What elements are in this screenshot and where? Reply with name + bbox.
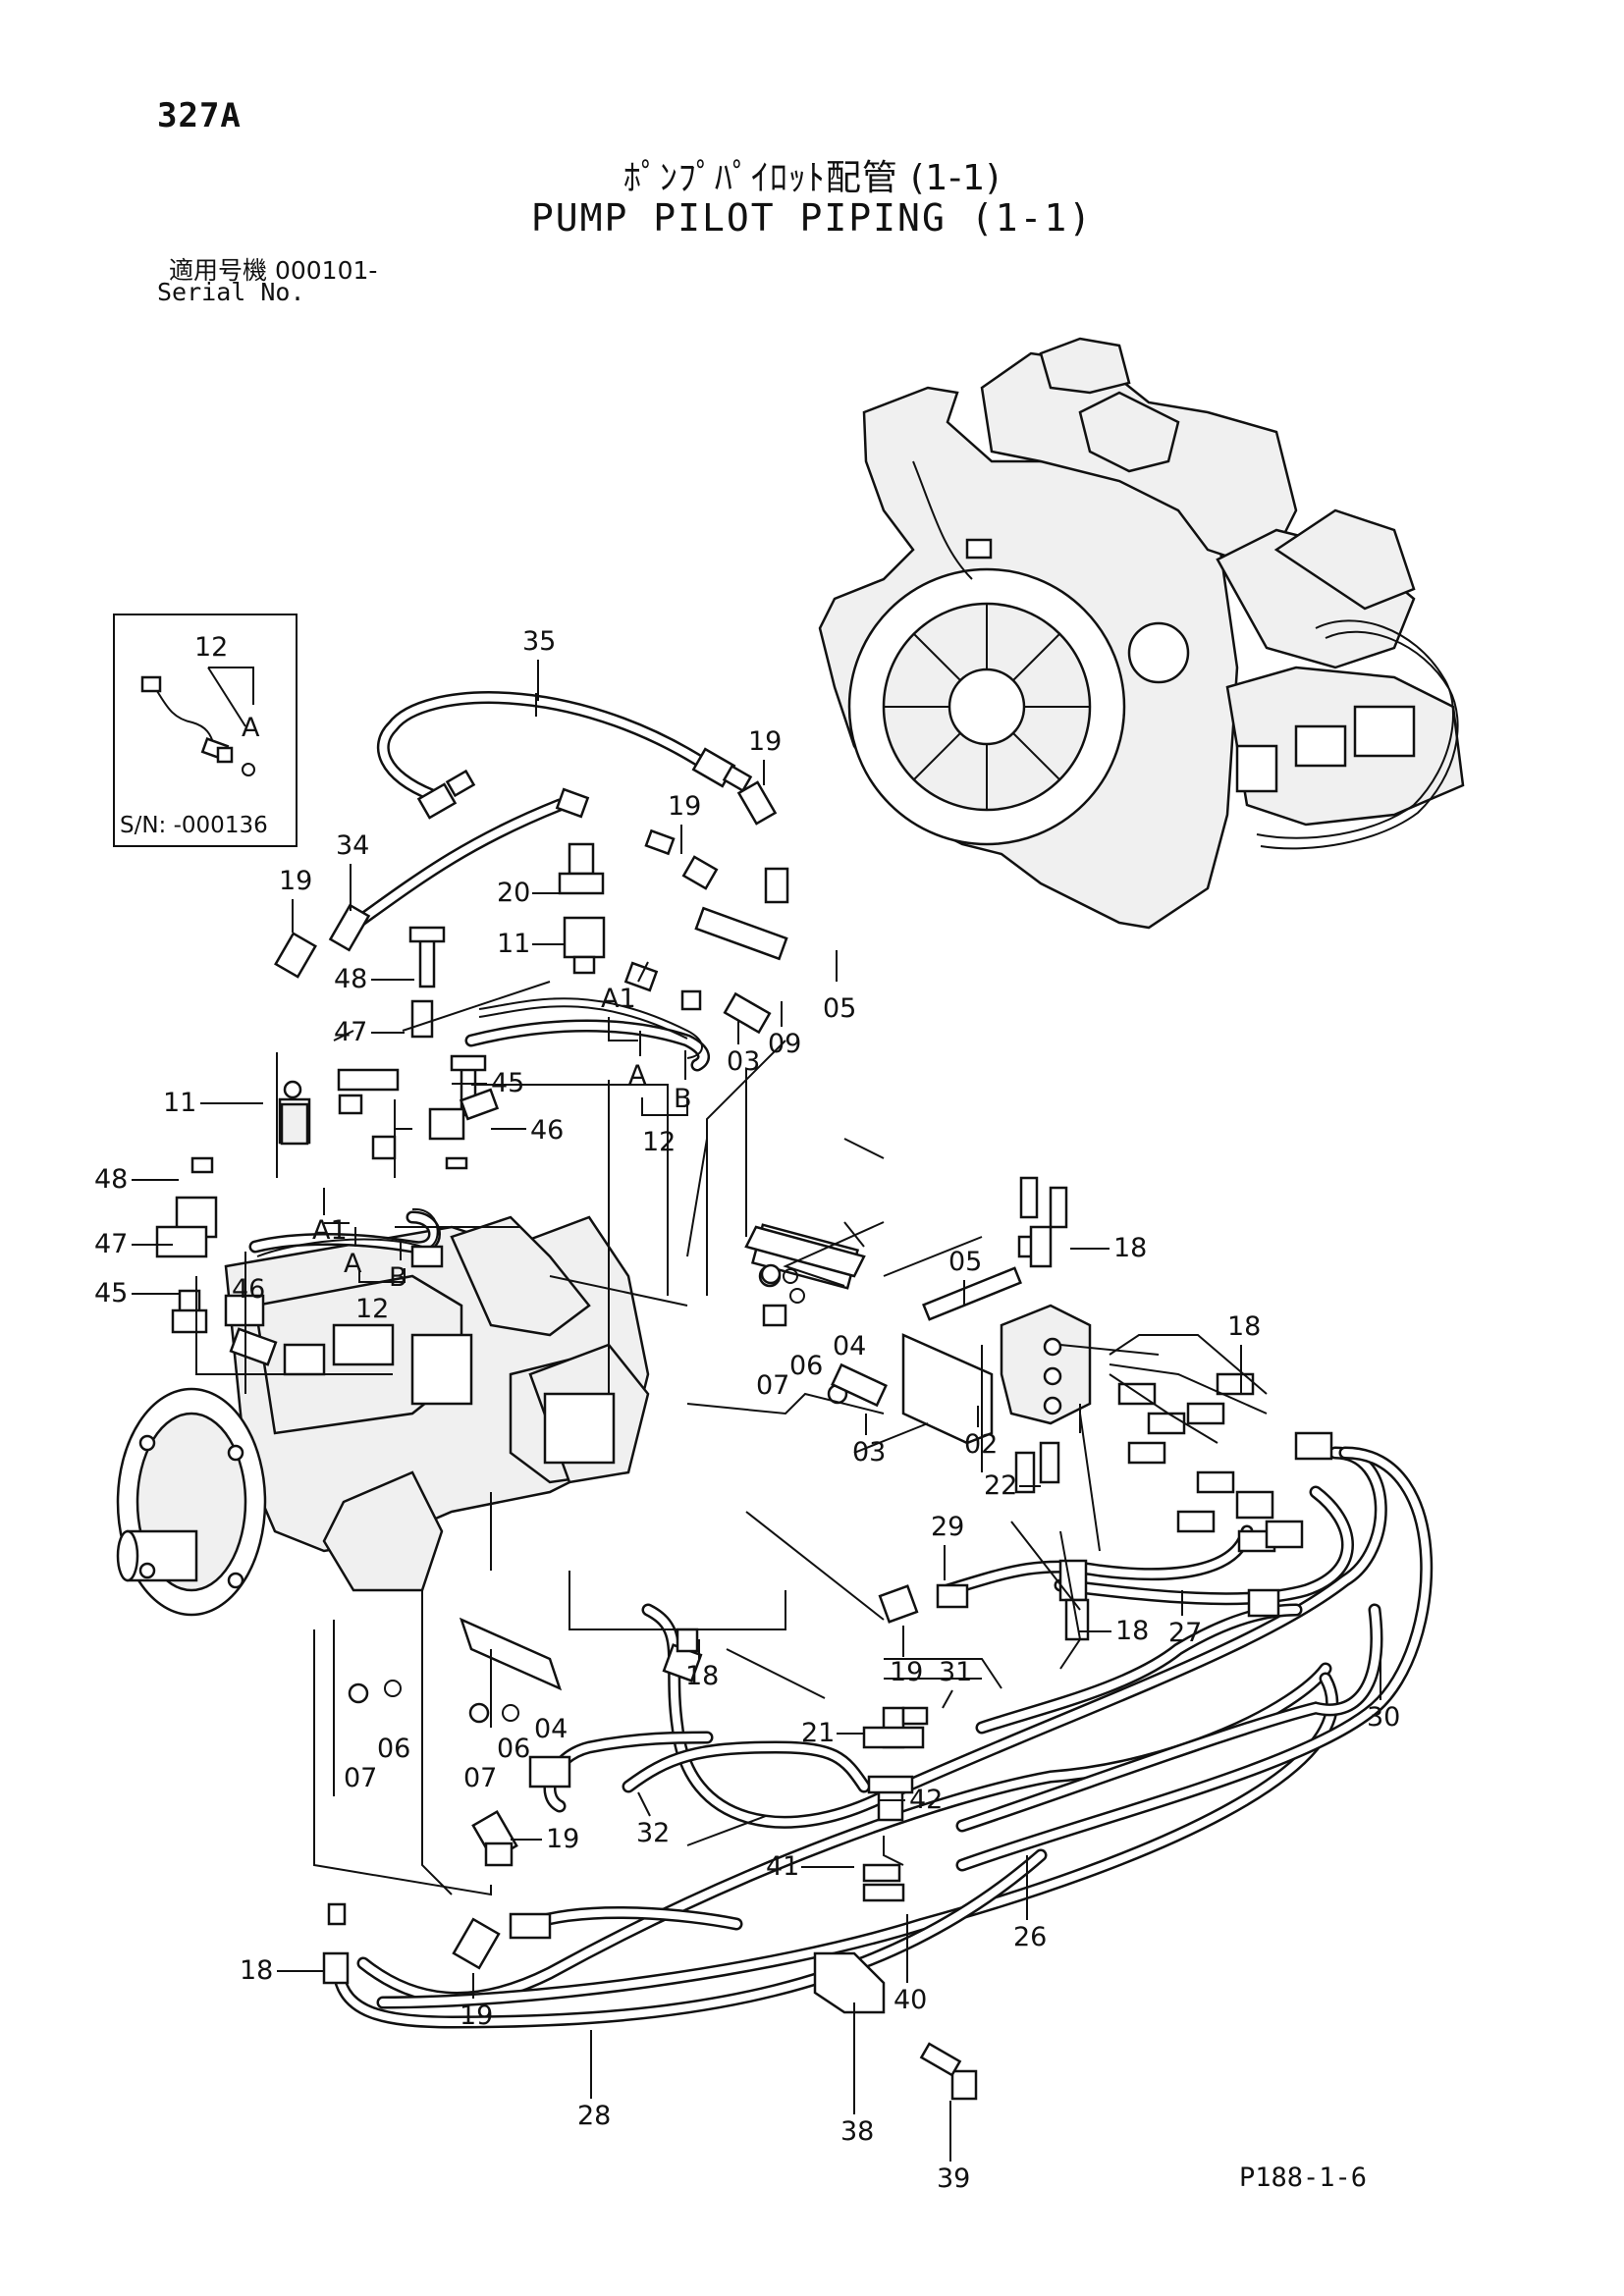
callout-47-top: 47 xyxy=(334,1017,367,1047)
callout-30: 30 xyxy=(1367,1702,1400,1733)
page-code: 327A xyxy=(157,96,242,135)
port-label-a1-left: A1 xyxy=(312,1215,348,1246)
callout-19-top-middle: 19 xyxy=(668,791,701,822)
callout-39: 39 xyxy=(937,2163,970,2194)
callout-31: 31 xyxy=(939,1657,972,1687)
callout-22: 22 xyxy=(984,1470,1017,1501)
callouts: 35 34 19 19 19 20 11 05 09 03 48 47 45 4… xyxy=(94,626,1400,2194)
callout-18-bottom-left: 18 xyxy=(240,1955,273,1986)
inset-serial-label: S/N: -000136 xyxy=(120,813,268,838)
callout-18-middle: 18 xyxy=(1115,1616,1149,1646)
harness-wires xyxy=(256,997,703,1257)
callout-09: 09 xyxy=(768,1029,801,1059)
callout-46-left: 46 xyxy=(232,1274,265,1305)
fittings xyxy=(155,747,1333,2101)
callout-07-top: 07 xyxy=(756,1370,789,1401)
callout-32: 32 xyxy=(636,1818,670,1848)
callout-11-top: 11 xyxy=(497,929,530,959)
hoses xyxy=(248,691,1434,2029)
callout-28: 28 xyxy=(577,2101,611,2131)
callout-48-left: 48 xyxy=(94,1164,128,1195)
main-pump xyxy=(116,1215,650,1617)
callout-05-middle: 05 xyxy=(948,1247,982,1277)
callout-46-top: 46 xyxy=(530,1115,564,1146)
callout-02: 02 xyxy=(964,1429,998,1460)
callout-26: 26 xyxy=(1013,1922,1047,1952)
callout-07-bottom: 07 xyxy=(463,1763,497,1793)
page-title: PUMP PILOT PIPING (1-1) xyxy=(530,196,1094,240)
callout-45-top: 45 xyxy=(491,1068,524,1098)
callout-04-bottom: 04 xyxy=(534,1714,568,1744)
callout-11-left: 11 xyxy=(163,1088,196,1118)
port-label-b-left: B xyxy=(389,1262,407,1293)
port-label-a-top: A xyxy=(628,1060,647,1091)
callout-19-bottom-left: 19 xyxy=(460,2001,493,2031)
callout-21: 21 xyxy=(801,1718,835,1748)
callout-18-bottom-middle: 18 xyxy=(685,1661,719,1691)
page-title-japanese: ﾎﾟﾝﾌﾟﾊﾟｲﾛｯﾄ配管 (1-1) xyxy=(623,158,1001,198)
callout-06-bottom-left: 06 xyxy=(377,1734,410,1764)
callout-19-middle: 19 xyxy=(890,1657,923,1687)
callout-38: 38 xyxy=(840,2116,874,2147)
callout-34: 34 xyxy=(336,830,369,861)
junction-block xyxy=(901,1304,1092,1445)
callout-47-left: 47 xyxy=(94,1229,128,1259)
serial-label: Serial No. xyxy=(157,278,305,306)
port-label-b-top: B xyxy=(674,1084,692,1114)
callout-06-bottom: 06 xyxy=(497,1734,530,1764)
callout-03-top: 03 xyxy=(727,1046,760,1077)
port-label-a1-top: A1 xyxy=(601,984,636,1014)
port-label-a-left: A xyxy=(344,1249,362,1279)
callout-05-top: 05 xyxy=(823,993,856,1024)
inset-part-number: 12 xyxy=(194,632,228,663)
callout-35: 35 xyxy=(522,626,556,657)
callout-12-top: 12 xyxy=(642,1127,676,1157)
callout-48-top: 48 xyxy=(334,964,367,994)
drawing-code: P188-1-6 xyxy=(1239,2163,1368,2193)
callout-18-top: 18 xyxy=(1113,1233,1147,1263)
callout-19-bottom: 19 xyxy=(546,1824,579,1854)
callout-27: 27 xyxy=(1168,1618,1202,1648)
callout-06-top: 06 xyxy=(789,1351,823,1381)
inset-port-label: A xyxy=(242,713,260,743)
callout-41: 41 xyxy=(766,1851,799,1882)
leader-lines xyxy=(195,693,1268,1896)
callout-45-left: 45 xyxy=(94,1278,128,1308)
callout-12-left: 12 xyxy=(355,1294,389,1324)
callout-20: 20 xyxy=(497,878,530,908)
engine-pump-assembly xyxy=(818,337,1465,930)
callout-07-bottom-left: 07 xyxy=(344,1763,377,1793)
callout-29: 29 xyxy=(931,1512,964,1542)
callout-42: 42 xyxy=(909,1785,943,1815)
callout-03-middle: 03 xyxy=(852,1437,886,1468)
port-labels: A1 A B A1 A B xyxy=(312,961,692,1293)
serial-label-japanese: 適用号機 000101- xyxy=(169,256,378,285)
callout-19-left: 19 xyxy=(279,866,312,896)
callout-04-top: 04 xyxy=(833,1331,866,1362)
callout-40: 40 xyxy=(893,1985,927,2015)
inset-box: 12 A S/N: -000136 xyxy=(113,614,298,847)
callout-19-top-right: 19 xyxy=(748,726,782,757)
callout-18-right: 18 xyxy=(1227,1311,1261,1342)
